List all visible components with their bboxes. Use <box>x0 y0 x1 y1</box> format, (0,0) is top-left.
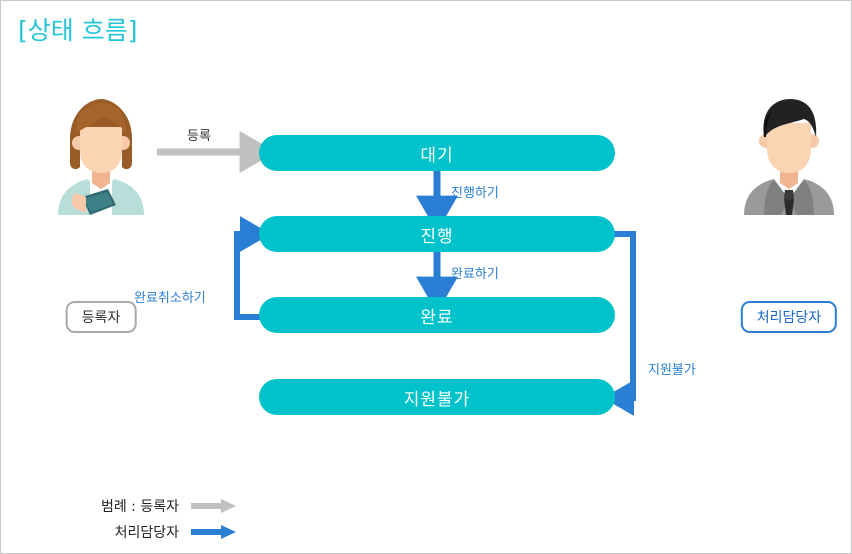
edge-label-complete: 완료하기 <box>451 267 499 282</box>
legend-label-handler: 처리담당자 <box>114 525 179 541</box>
edge-label-unsupported: 지원불가 <box>648 363 696 378</box>
legend: 범례 : 등록자 처리담당자 <box>41 493 237 545</box>
edge-label-register: 등록 <box>187 129 211 144</box>
state-label: 진행 <box>420 226 454 247</box>
edge-label-proceed: 진행하기 <box>451 186 499 201</box>
woman-avatar-icon <box>58 99 144 215</box>
actor-name-tag-registrant: 등록자 <box>65 301 137 333</box>
legend-arrow-gray-icon <box>191 499 236 513</box>
edge-label-cancel: 완료취소하기 <box>134 291 206 306</box>
legend-row-handler: 처리담당자 <box>41 519 237 545</box>
state-node-jinhaeng[interactable]: 진행 <box>259 216 615 252</box>
page-title: [상태 흐름] <box>18 16 138 45</box>
state-label: 완료 <box>420 307 454 328</box>
actor-name-tag-handler: 처리담당자 <box>740 301 838 333</box>
legend-label-registrant: 범례 : 등록자 <box>100 499 179 515</box>
actor-registrant: 등록자 <box>46 93 156 333</box>
state-label: 대기 <box>420 145 454 166</box>
state-node-jiwon[interactable]: 지원불가 <box>259 379 615 415</box>
edge-cancel <box>234 216 271 320</box>
edge-unsupported <box>603 231 636 416</box>
legend-row-registrant: 범례 : 등록자 <box>41 493 237 519</box>
actor-handler: 처리담당자 <box>734 93 844 333</box>
state-node-wanryo[interactable]: 완료 <box>259 297 615 333</box>
legend-arrow-blue-icon <box>191 525 236 539</box>
state-node-daegi[interactable]: 대기 <box>259 135 615 171</box>
man-avatar-icon <box>744 99 834 215</box>
state-label: 지원불가 <box>403 389 471 410</box>
